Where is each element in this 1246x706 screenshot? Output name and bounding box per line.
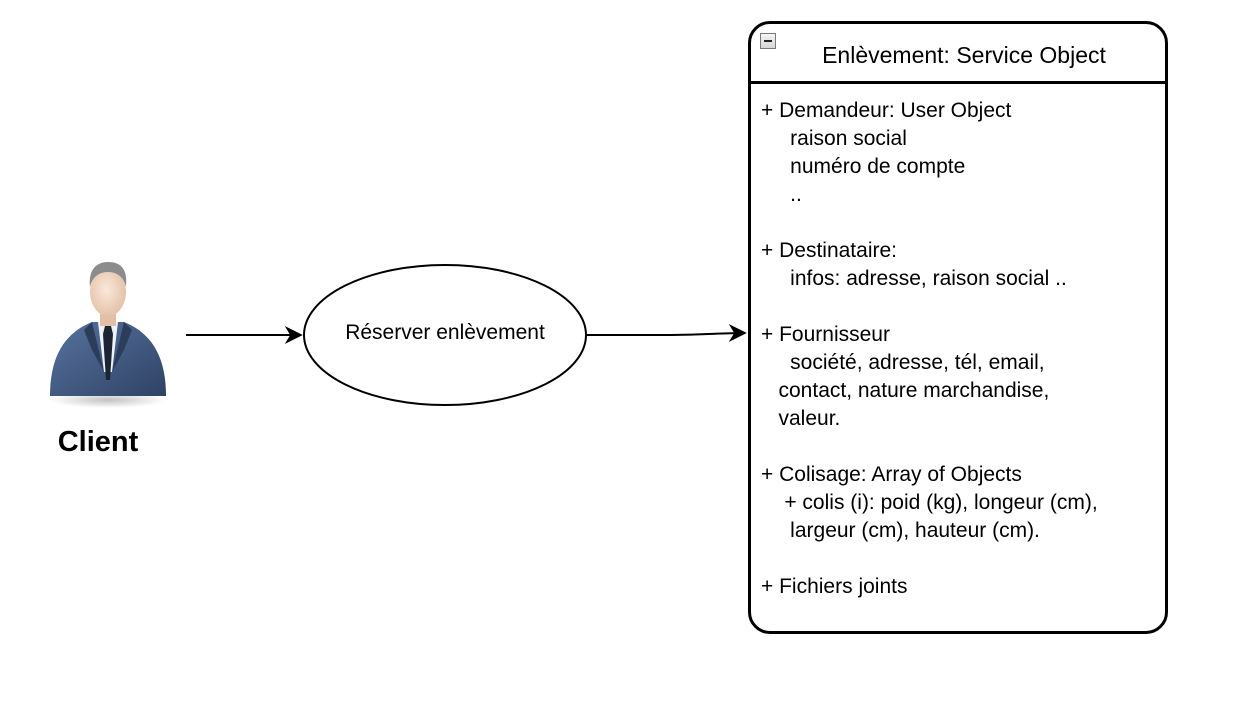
- attribute-line: contact, nature marchandise,: [761, 379, 1050, 402]
- attribute-fichiers-joints: + Fichiers joints: [761, 573, 1165, 601]
- attribute-line: + Fichiers joints: [761, 575, 908, 598]
- attribute-line: numéro de compte: [761, 155, 966, 178]
- attribute-line: largeur (cm), hauteur (cm).: [761, 519, 1040, 542]
- actor-label: Client: [57, 426, 139, 458]
- attribute-line: + Demandeur: User Object: [761, 99, 1012, 122]
- attribute-demandeur: + Demandeur: User Object raison social n…: [761, 97, 1165, 209]
- collapse-minus-icon[interactable]: [760, 33, 776, 49]
- object-title: Enlèvement: Service Object: [822, 42, 1106, 68]
- use-case-label: Réserver enlèvement: [345, 321, 545, 344]
- service-object-box[interactable]: Enlèvement: Service Object + Demandeur: …: [748, 21, 1168, 634]
- attribute-fournisseur: + Fournisseur société, adresse, tél, ema…: [761, 321, 1165, 433]
- object-header: Enlèvement: Service Object: [751, 24, 1165, 84]
- attribute-line: valeur.: [761, 407, 841, 430]
- attribute-line: société, adresse, tél, email,: [761, 351, 1045, 374]
- use-case-to-object-arrow: [586, 324, 747, 343]
- attribute-line: ..: [761, 183, 802, 206]
- attribute-line: infos: adresse, raison social ..: [761, 267, 1067, 290]
- business-person-icon: [50, 262, 166, 408]
- attribute-line: raison social: [761, 127, 907, 150]
- attribute-line: + colis (i): poid (kg), longeur (cm),: [761, 491, 1098, 514]
- attribute-line: + Colisage: Array of Objects: [761, 463, 1022, 486]
- attribute-line: + Fournisseur: [761, 323, 890, 346]
- attribute-destinataire: + Destinataire: infos: adresse, raison s…: [761, 237, 1165, 293]
- object-attributes: + Demandeur: User Object raison social n…: [751, 84, 1165, 601]
- attribute-line: + Destinataire:: [761, 239, 897, 262]
- attribute-colisage: + Colisage: Array of Objects + colis (i)…: [761, 461, 1165, 545]
